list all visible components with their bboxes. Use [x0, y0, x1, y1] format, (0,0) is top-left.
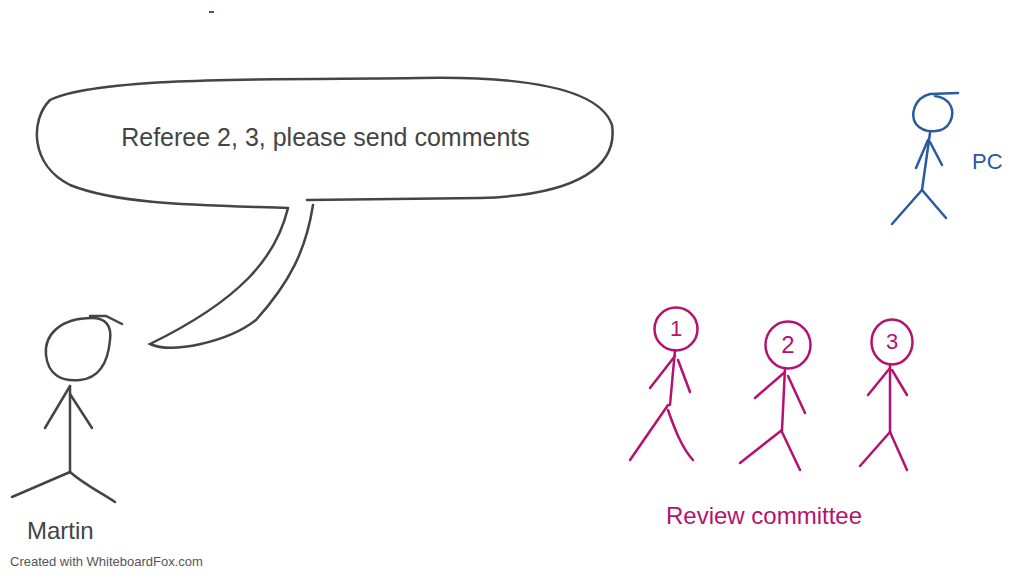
- head-circle: 2: [764, 320, 812, 370]
- callout-number: 3: [886, 330, 898, 354]
- stick-figure: [740, 368, 805, 470]
- bubble-tail: [150, 205, 313, 348]
- stick-figure: [860, 364, 907, 470]
- speech-text: Referee 2, 3, please send comments: [121, 124, 530, 152]
- person-name: PC: [972, 150, 1003, 174]
- person-name: Martin: [27, 518, 94, 544]
- callout-number: 2: [781, 332, 794, 358]
- watermark: Created with WhiteboardFox.com: [10, 555, 203, 569]
- stick-figure: [630, 350, 693, 460]
- callout-number: 1: [670, 317, 682, 341]
- head-circle: 1: [653, 306, 699, 352]
- head-circle: 3: [870, 318, 914, 366]
- stick-figure: [892, 93, 958, 224]
- group-name: Review committee: [666, 503, 862, 529]
- speech-bubble: Referee 2, 3, please send comments: [33, 73, 618, 208]
- stray-mark: [209, 11, 214, 13]
- stick-figure: [12, 316, 122, 502]
